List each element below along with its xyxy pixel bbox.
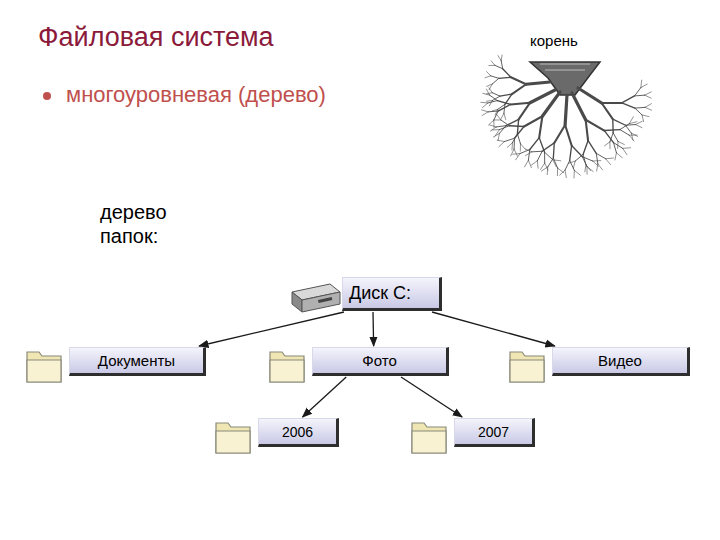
- node-text: Видео: [598, 352, 642, 369]
- disk-icon: [292, 284, 340, 312]
- folder-icon: [412, 423, 446, 453]
- tree-caption: дерево папок:: [100, 200, 210, 248]
- connector-arrow: [372, 312, 374, 346]
- connector-arrow: [401, 377, 462, 417]
- root-label: корень: [530, 32, 620, 49]
- folder-icon: [270, 352, 304, 382]
- node-text: Документы: [98, 352, 175, 369]
- folder-icon: [27, 352, 61, 382]
- bullet-dot: [43, 92, 51, 100]
- folder-box: 2006: [258, 418, 339, 447]
- bullet-text: многоуровневая (дерево): [66, 82, 426, 108]
- connector-arrow: [303, 377, 347, 417]
- folder-box: Видео: [552, 347, 690, 376]
- node-text: Диск C:: [349, 283, 411, 304]
- root-illustration: [481, 55, 652, 178]
- node-text: Фото: [362, 352, 396, 369]
- folder-icon: [510, 352, 544, 382]
- slide-title: Файловая система: [38, 22, 274, 53]
- disk-box: Диск C:: [342, 277, 442, 311]
- folder-icons: [27, 352, 544, 453]
- connector-arrow: [432, 312, 555, 346]
- node-text: 2007: [478, 424, 509, 440]
- folder-box: Документы: [69, 347, 206, 376]
- connector-arrow: [199, 312, 344, 346]
- folder-box: Фото: [312, 347, 449, 376]
- folder-icon: [216, 423, 250, 453]
- node-text: 2006: [282, 424, 313, 440]
- folder-box: 2007: [454, 418, 535, 447]
